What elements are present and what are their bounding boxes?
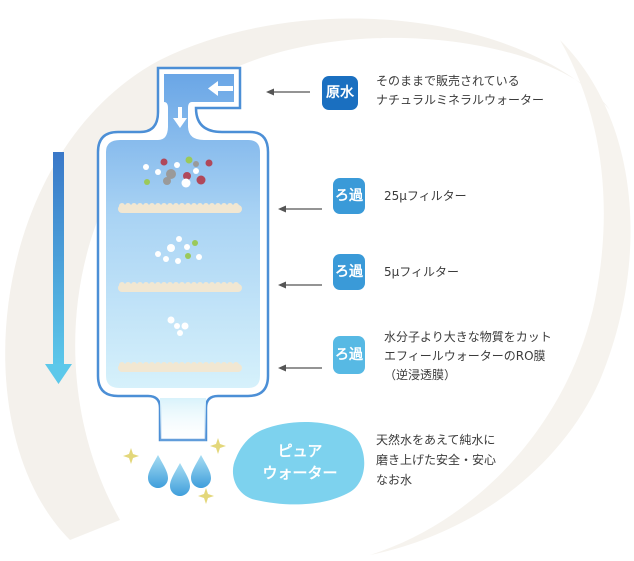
particle [193,161,199,167]
stage-2-description: 5μフィルター [384,263,459,282]
stage-2-badge: ろ過 [333,254,365,290]
pure-water-label-line-2: ウォーター [262,464,338,482]
pointer-arrow-icon [266,88,322,372]
background-swoosh-right [370,40,631,555]
stage-2-line-1: 5μフィルター [384,265,460,279]
pure-water-label: ピュア ウォーター [240,440,360,484]
filter-layer-3 [118,362,242,372]
particle [183,172,191,180]
particle [185,156,193,164]
outlet-stream [160,398,206,446]
filter-layers [118,203,242,372]
particle [184,244,190,250]
stage-1-badge: ろ過 [333,178,365,214]
stage-3-badge-label: ろ過 [335,347,363,363]
source-line-1: そのままで販売されている [376,74,520,88]
stage-3-badge: ろ過 [333,336,365,374]
stage-3-line-2: エフィールウォーターのRO膜 [384,349,546,363]
particle [167,244,175,252]
water-drop-icon [148,455,211,496]
impurity-particles [143,156,213,336]
particle [181,322,189,330]
particle [166,169,176,179]
particle [143,164,149,170]
particle [192,240,198,246]
particle [174,162,180,168]
pure-water-line-1: 天然水をあえて純水に [376,433,496,447]
particle [160,158,168,166]
pure-water-description: 天然水をあえて純水に 磨き上げた安全・安心 なお水 [376,430,496,490]
particle [177,330,183,336]
pure-water-line-2: 磨き上げた安全・安心 [376,453,497,467]
stage-1-line-1: 25μフィルター [384,189,467,203]
source-line-2: ナチュラルミネラルウォーター [376,93,545,107]
flow-arrow-icon [45,152,72,384]
pure-water-line-3: なお水 [376,473,413,487]
particle [185,253,191,259]
source-badge-label: 原水 [326,85,354,101]
sparkle-icon [123,438,226,504]
particle [174,323,180,329]
source-badge: 原水 [322,76,358,110]
down-arrow-icon [173,107,187,128]
particle [144,179,150,185]
filter-layer-1 [118,203,242,213]
stage-2-badge-label: ろ過 [335,264,363,280]
filter-tank-water [106,74,260,388]
filter-layer-2 [118,282,242,292]
stage-3-description: 水分子より大きな物質をカット エフィールウォーターのRO膜 （逆浸透膜） [384,328,552,385]
particle [196,254,202,260]
particle [181,178,191,188]
inlet-arrow-icon [208,81,233,96]
particle [205,159,213,167]
particle [196,175,206,185]
particle [193,168,199,174]
particle [175,258,181,264]
particle [176,236,182,242]
particle [167,316,175,324]
stage-3-line-3: （逆浸透膜） [384,368,457,382]
pure-water-label-line-1: ピュア [277,442,323,460]
source-description: そのままで販売されている ナチュラルミネラルウォーター [376,72,544,110]
pure-water-bubble [232,421,365,505]
stage-1-description: 25μフィルター [384,187,467,206]
particle [155,169,161,175]
background-swoosh [5,18,610,541]
stage-1-badge-label: ろ過 [335,188,363,204]
particle [163,177,171,185]
particle [163,256,169,262]
stage-3-line-1: 水分子より大きな物質をカット [384,330,552,344]
particle [155,251,161,257]
